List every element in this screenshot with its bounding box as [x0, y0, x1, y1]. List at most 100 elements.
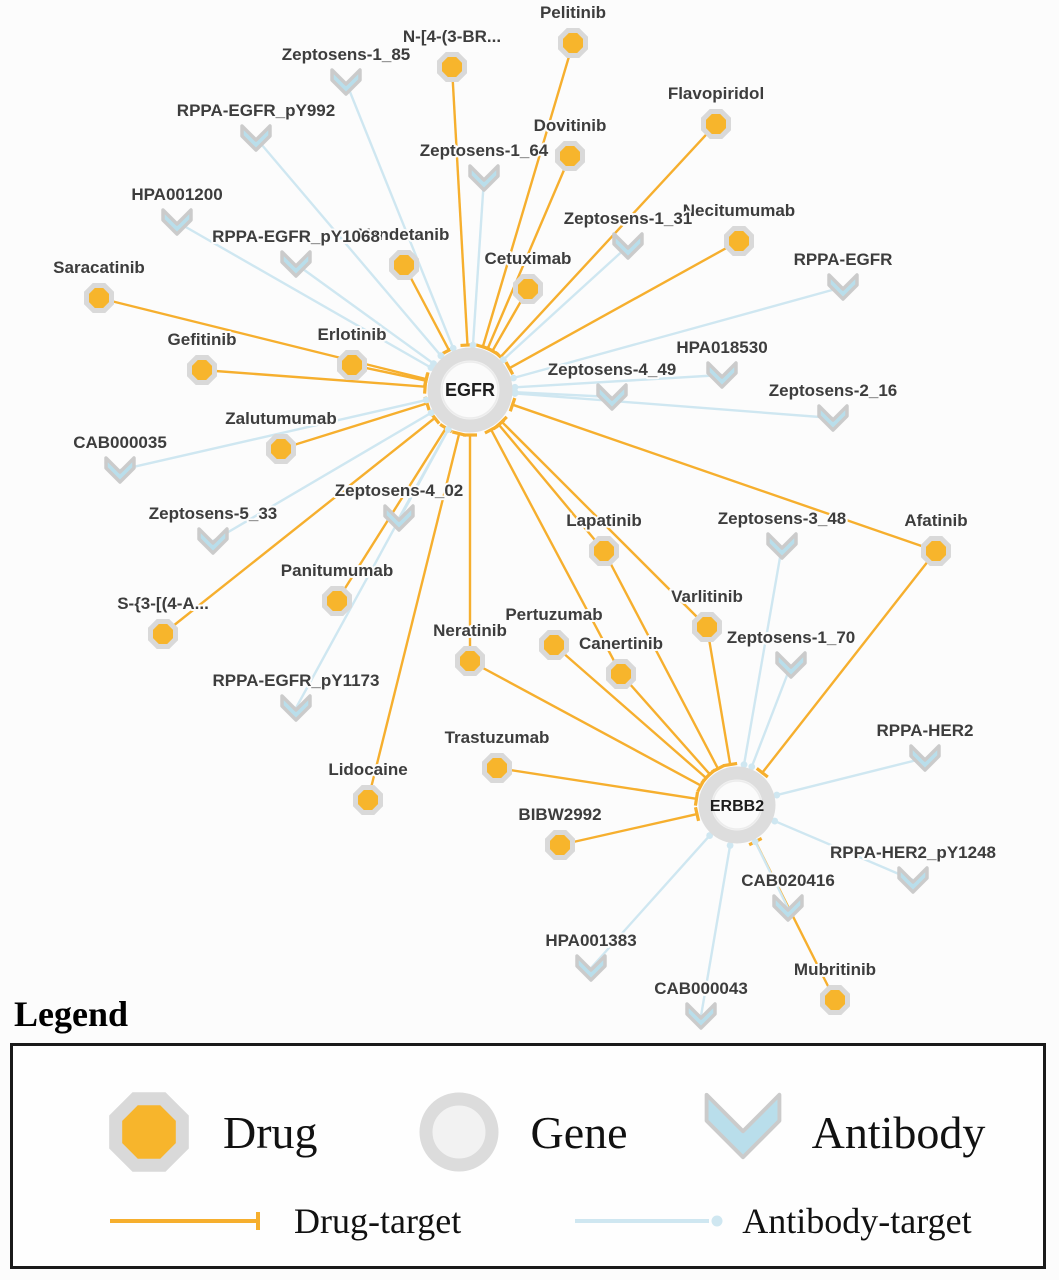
antibody-chevron	[468, 164, 500, 192]
node-drug-gefitinib[interactable]	[187, 355, 217, 385]
antibody-chevron	[280, 250, 312, 278]
node-antibody-rppa-egfr-py1068[interactable]	[280, 250, 312, 278]
node-antibody-hpa001383[interactable]	[575, 954, 607, 982]
node-antibody-rppa-egfr-py992[interactable]	[240, 124, 272, 152]
node-antibody-zeptosens-3-48[interactable]	[766, 532, 798, 560]
edge-drug-target-varlitinib	[705, 626, 732, 765]
antibody-chevron	[104, 456, 136, 484]
antibody-target-edge-icon	[575, 1215, 723, 1227]
node-drug-s-3-4-a[interactable]	[148, 619, 178, 649]
node-drug-canertinib[interactable]	[606, 659, 636, 689]
legend-label-drug: Drug	[223, 1106, 318, 1158]
node-drug-pelitinib[interactable]	[558, 28, 588, 58]
node-antibody-zeptosens-1-70[interactable]	[775, 651, 807, 679]
node-antibody-hpa018530[interactable]	[706, 361, 738, 389]
gene-circle-inner	[712, 780, 762, 830]
antibody-chevron	[596, 383, 628, 411]
node-drug-dovitinib[interactable]	[555, 141, 585, 171]
node-drug-afatinib[interactable]	[921, 536, 951, 566]
node-antibody-rppa-egfr-py1173[interactable]	[280, 694, 312, 722]
node-drug-bibw2992[interactable]	[545, 830, 575, 860]
edge-drug-target-zalutumumab	[280, 402, 428, 451]
antibody-chevron	[197, 527, 229, 555]
node-antibody-zeptosens-4-49[interactable]	[596, 383, 628, 411]
edge-antibody-target-zeptosens-3-48	[742, 545, 784, 765]
node-antibody-zeptosens-4-02[interactable]	[383, 504, 415, 532]
legend-label-gene: Gene	[530, 1106, 628, 1158]
node-label: Zeptosens-1_85	[282, 45, 411, 64]
legend-item-drug-target: Drug-target	[108, 1200, 461, 1242]
node-drug-lapatinib[interactable]	[589, 536, 619, 566]
node-drug-necitumumab[interactable]	[724, 226, 754, 256]
drug-octagon	[820, 985, 850, 1015]
antibody-target-dot	[430, 360, 437, 368]
node-antibody-zeptosens-5-33[interactable]	[197, 527, 229, 555]
node-label: RPPA-EGFR	[794, 250, 893, 269]
antibody-chevron	[772, 894, 804, 922]
node-antibody-hpa001200[interactable]	[161, 208, 193, 236]
antibody-chevron	[775, 651, 807, 679]
node-drug-varlitinib[interactable]	[692, 612, 722, 642]
drug-octagon	[337, 350, 367, 380]
node-antibody-cab000043[interactable]	[685, 1002, 717, 1030]
drug-octagon	[921, 536, 951, 566]
edge-drug-target-saracatinib	[98, 296, 427, 381]
antibody-chevron	[330, 68, 362, 96]
node-antibody-zeptosens-1-31[interactable]	[612, 232, 644, 260]
node-drug-panitumumab[interactable]	[322, 586, 352, 616]
node-drug-vandetanib[interactable]	[389, 250, 419, 280]
node-antibody-rppa-egfr[interactable]	[827, 273, 859, 301]
drug-octagon	[513, 274, 543, 304]
node-drug-trastuzumab[interactable]	[482, 753, 512, 783]
drug-octagon	[322, 586, 352, 616]
drug-target-tee	[495, 415, 508, 428]
node-label: Zeptosens-4_02	[335, 481, 464, 500]
edge-drug-target-necitumumab	[508, 239, 740, 370]
node-drug-flavopiridol[interactable]	[701, 109, 731, 139]
node-label: HPA001383	[545, 931, 636, 950]
edge-drug-target-pelitinib	[481, 42, 575, 348]
antibody-target-dot	[444, 426, 452, 433]
node-antibody-rppa-her2-py1248[interactable]	[897, 866, 929, 894]
legend-item-antibody: Antibody	[700, 1092, 985, 1172]
node-antibody-zeptosens-1-64[interactable]	[468, 164, 500, 192]
node-drug-n-4-3-br[interactable]	[437, 52, 467, 82]
drug-target-tee	[693, 806, 701, 822]
node-gene-erbb2[interactable]	[698, 766, 776, 844]
gene-circle-inner	[441, 361, 499, 419]
node-label: RPPA-EGFR_pY1173	[213, 671, 380, 690]
drug-target-edge-icon	[110, 1212, 260, 1230]
labels-layer: EGFRERBB2PelitinibN-[4-(3-BR...Dovitinib…	[51, 1, 998, 1000]
node-antibody-zeptosens-2-16[interactable]	[817, 404, 849, 432]
node-antibody-rppa-her2[interactable]	[909, 744, 941, 772]
node-antibody-cab020416[interactable]	[772, 894, 804, 922]
edge-antibody-target-zeptosens-2-16	[514, 392, 834, 420]
node-label: Zeptosens-5_33	[149, 504, 278, 523]
node-label: Trastuzumab	[445, 728, 550, 747]
node-drug-saracatinib[interactable]	[84, 283, 114, 313]
node-label: N-[4-(3-BR...	[403, 27, 501, 46]
edge-drug-target-neratinib	[469, 659, 702, 787]
node-drug-erlotinib[interactable]	[337, 350, 367, 380]
node-antibody-zeptosens-1-85[interactable]	[330, 68, 362, 96]
node-label: Neratinib	[433, 621, 507, 640]
node-antibody-cab000035[interactable]	[104, 456, 136, 484]
edge-antibody-target-zeptosens-1-85	[344, 81, 455, 349]
node-drug-neratinib[interactable]	[455, 646, 485, 676]
node-label: Zeptosens-3_48	[718, 509, 847, 528]
node-label: Cetuximab	[485, 249, 572, 268]
node-drug-lidocaine[interactable]	[353, 785, 383, 815]
antibody-target-dot	[740, 761, 748, 769]
node-drug-pertuzumab[interactable]	[539, 630, 569, 660]
antibody-target-dot	[427, 409, 435, 417]
node-label: Zeptosens-1_31	[564, 209, 693, 228]
node-label: RPPA-HER2	[877, 721, 974, 740]
drug-target-tee	[693, 791, 700, 806]
edge-drug-target-flavopiridol	[499, 123, 717, 358]
edge-drug-target-dovitinib	[486, 155, 572, 350]
node-drug-cetuximab[interactable]	[513, 274, 543, 304]
edge-antibody-target-hpa001200	[176, 220, 432, 369]
node-drug-mubritinib[interactable]	[820, 985, 850, 1015]
node-gene-egfr[interactable]	[427, 347, 513, 433]
node-drug-zalutumumab[interactable]	[266, 434, 296, 464]
